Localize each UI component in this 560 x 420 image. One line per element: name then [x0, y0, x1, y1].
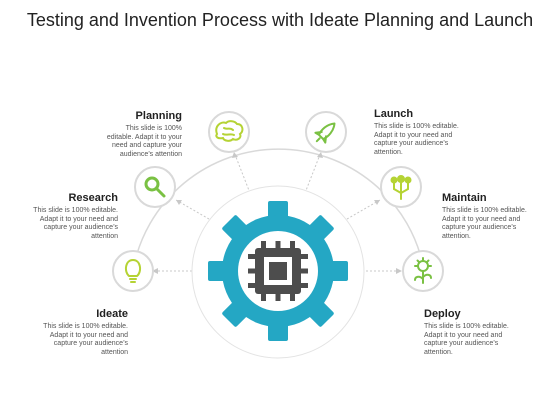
step-planning: Planning This slide is 100% editable. Ad… [100, 110, 196, 159]
brain-icon [215, 120, 244, 142]
step-description: This slide is 100% editable. Adapt it to… [106, 125, 182, 158]
chip-icon [248, 241, 308, 301]
arrowheads [152, 152, 402, 274]
launch-circle [305, 111, 347, 153]
gear-plant-icon [414, 257, 432, 284]
step-launch: Launch This slide is 100% editable. Adap… [374, 108, 470, 157]
planning-circle [208, 111, 250, 153]
step-heading: Maintain [442, 192, 487, 204]
step-deploy: Deploy This slide is 100% editable. Adap… [424, 308, 520, 357]
step-description: This slide is 100% editable. Adapt it to… [442, 207, 527, 240]
step-heading: Launch [374, 108, 414, 120]
step-description: This slide is 100% editable. Adapt it to… [424, 323, 509, 356]
step-heading: Deploy [424, 308, 461, 320]
step-description: This slide is 100% editable. Adapt it to… [43, 323, 128, 356]
rocket-icon [314, 122, 336, 144]
network-icon [390, 175, 412, 200]
step-maintain: Maintain This slide is 100% editable. Ad… [442, 192, 538, 241]
step-heading: Planning [135, 110, 182, 122]
connector-arc [132, 148, 425, 271]
step-research: Research This slide is 100% editable. Ad… [22, 192, 118, 241]
magnifier-icon [144, 176, 166, 198]
step-heading: Ideate [96, 308, 128, 320]
slide-title: Testing and Invention Process with Ideat… [26, 10, 534, 30]
research-circle [134, 166, 176, 208]
step-ideate: Ideate This slide is 100% editable. Adap… [32, 308, 128, 357]
step-description: This slide is 100% editable. Adapt it to… [33, 207, 118, 240]
ideate-circle [112, 250, 154, 292]
step-heading: Research [68, 192, 118, 204]
lightbulb-icon [124, 258, 142, 283]
step-description: This slide is 100% editable. Adapt it to… [374, 123, 459, 156]
